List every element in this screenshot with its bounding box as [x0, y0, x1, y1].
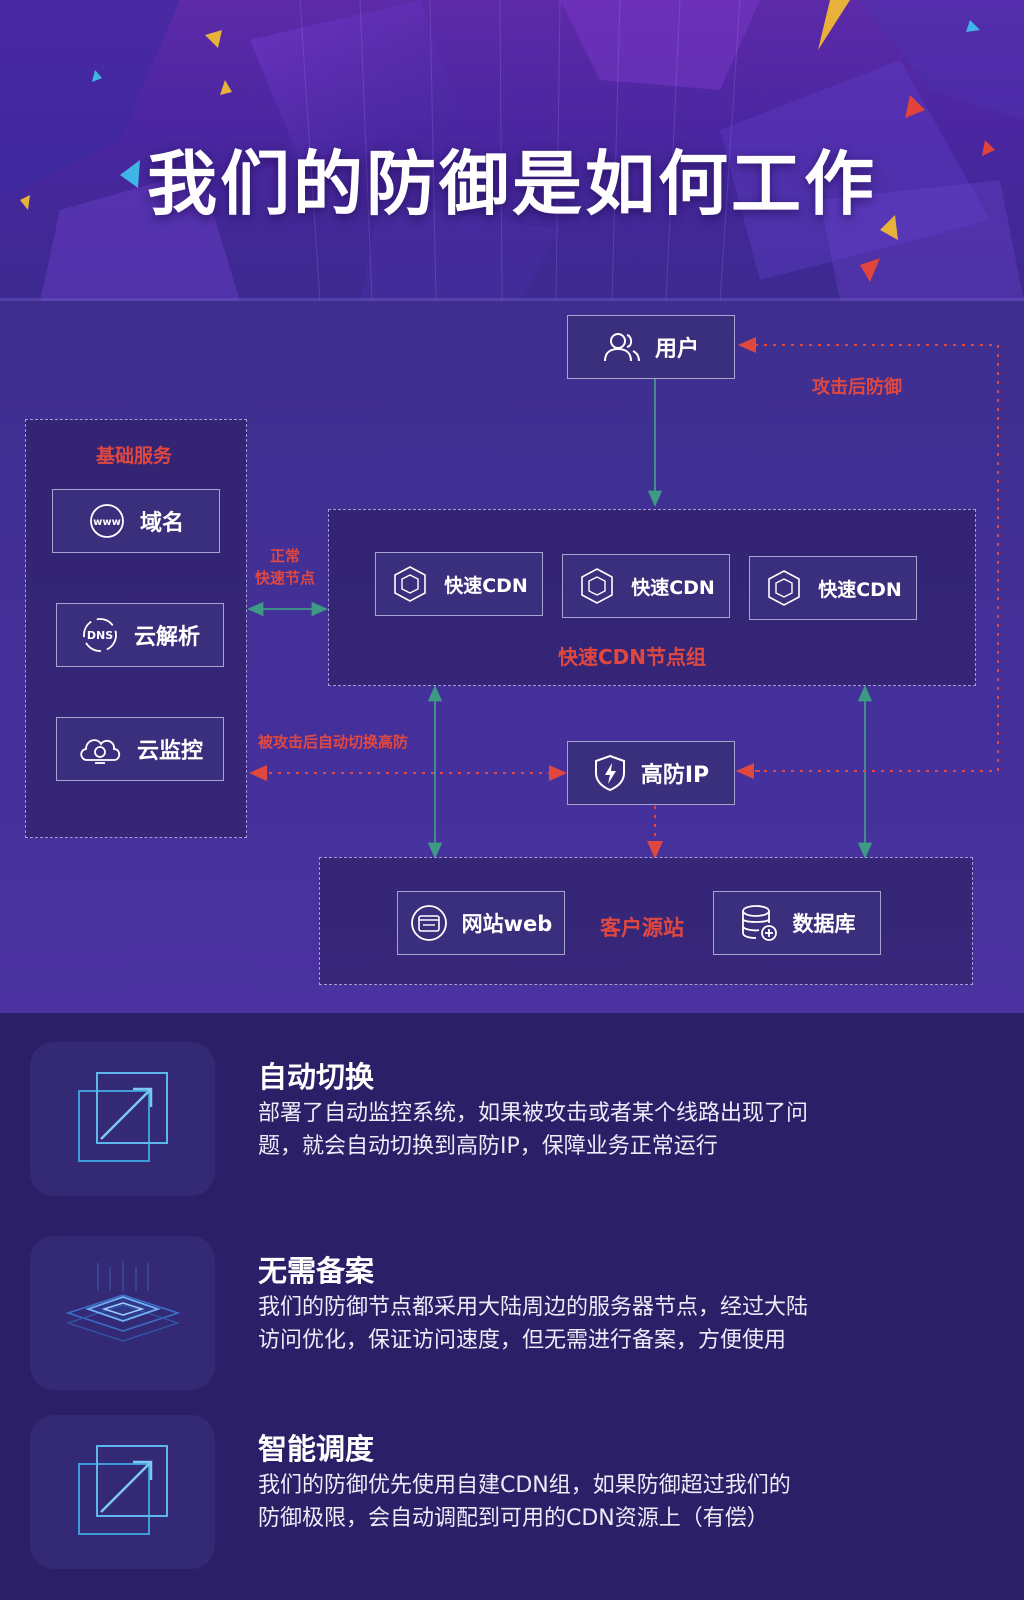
chip-layers-icon	[58, 1261, 188, 1365]
diagram-connectors	[247, 337, 999, 859]
feature-desc-line: 访问优化，保证访问速度，但无需进行备案，方便使用	[258, 1328, 787, 1353]
feature-icon-tile	[30, 1236, 215, 1390]
cube-icon	[577, 566, 617, 606]
cdn-node: 快速CDN	[749, 556, 917, 620]
feature-description: 部署了自动监控系统，如果被攻击或者某个线路出现了问 题，就会自动切换到高防IP，…	[258, 1097, 898, 1163]
attack-defense-label: 攻击后防御	[812, 377, 902, 398]
cdn-group-title: 快速CDN节点组	[558, 645, 707, 669]
cloud-monitor-label: 云监控	[136, 739, 203, 764]
domain-label: 域名	[139, 511, 184, 536]
database-icon	[739, 903, 779, 943]
cube-icon	[764, 568, 804, 608]
website-node: 网站web	[397, 891, 565, 955]
website-label: 网站web	[461, 912, 553, 936]
page-title: 我们的防御是如何工作	[147, 143, 877, 225]
feature-title: 无需备案	[258, 1254, 375, 1288]
feature-description: 我们的防御节点都采用大陆周边的服务器节点，经过大陆 访问优化，保证访问速度，但无…	[258, 1291, 898, 1357]
cdn-node: 快速CDN	[562, 554, 730, 618]
high-defense-ip-node: 高防IP	[567, 741, 735, 805]
svg-text:DNS: DNS	[87, 629, 113, 642]
origin-site-title: 客户源站	[600, 916, 684, 940]
user-label: 用户	[654, 337, 699, 362]
cloud-dns-node: DNS 云解析	[56, 603, 224, 667]
feature-description: 我们的防御优先使用自建CDN组，如果防御超过我们的 防御极限，会自动调配到可用的…	[258, 1469, 898, 1535]
feature-desc-line: 题，就会自动切换到高防IP，保障业务正常运行	[258, 1134, 718, 1159]
defense-flow-diagram: 用户 攻击后防御 基础服务 www 域名 DNS 云解析 云监控 正常 快速节点…	[0, 301, 1024, 1013]
database-label: 数据库	[792, 912, 856, 936]
database-node: 数据库	[713, 891, 881, 955]
cdn-node: 快速CDN	[375, 552, 543, 616]
cube-icon	[390, 564, 430, 604]
feature-desc-line: 部署了自动监控系统，如果被攻击或者某个线路出现了问	[258, 1101, 809, 1126]
dns-icon: DNS	[80, 615, 120, 655]
cdn-node-label: 快速CDN	[444, 574, 528, 597]
auto-switch-label: 被攻击后自动切换高防	[258, 733, 409, 751]
normal-label-line2: 快速节点	[255, 569, 316, 587]
hero-banner: 我们的防御是如何工作	[0, 0, 1024, 301]
domain-node: www 域名	[52, 489, 220, 553]
normal-label-line1: 正常	[270, 547, 301, 565]
feature-desc-line: 防御极限，会自动调配到可用的CDN资源上（有偿）	[258, 1506, 769, 1531]
expand-arrow-icon	[75, 1069, 171, 1169]
basic-services-title: 基础服务	[96, 445, 173, 467]
users-icon	[603, 331, 641, 363]
feature-desc-line: 我们的防御节点都采用大陆周边的服务器节点，经过大陆	[258, 1295, 809, 1320]
shield-bolt-icon	[593, 754, 627, 792]
svg-text:www: www	[93, 517, 121, 528]
feature-title: 自动切换	[258, 1060, 375, 1094]
cdn-node-label: 快速CDN	[631, 576, 715, 599]
cloud-monitor-node: 云监控	[56, 717, 224, 781]
cdn-node-label: 快速CDN	[818, 578, 902, 601]
feature-desc-line: 我们的防御优先使用自建CDN组，如果防御超过我们的	[258, 1473, 791, 1498]
feature-icon-tile	[30, 1415, 215, 1569]
feature-title: 智能调度	[258, 1432, 375, 1466]
feature-icon-tile	[30, 1042, 215, 1196]
expand-arrow-icon	[75, 1442, 171, 1542]
features-section: 自动切换 部署了自动监控系统，如果被攻击或者某个线路出现了问 题，就会自动切换到…	[0, 1013, 1024, 1600]
www-globe-icon: www	[88, 502, 126, 540]
normal-fast-node-label: 正常 快速节点	[255, 545, 315, 589]
user-node: 用户	[567, 315, 735, 379]
high-defense-ip-label: 高防IP	[640, 763, 710, 788]
cloud-camera-icon	[77, 732, 123, 766]
browser-window-icon	[410, 904, 448, 942]
hero-background-art	[0, 0, 1024, 301]
cloud-dns-label: 云解析	[133, 625, 200, 650]
